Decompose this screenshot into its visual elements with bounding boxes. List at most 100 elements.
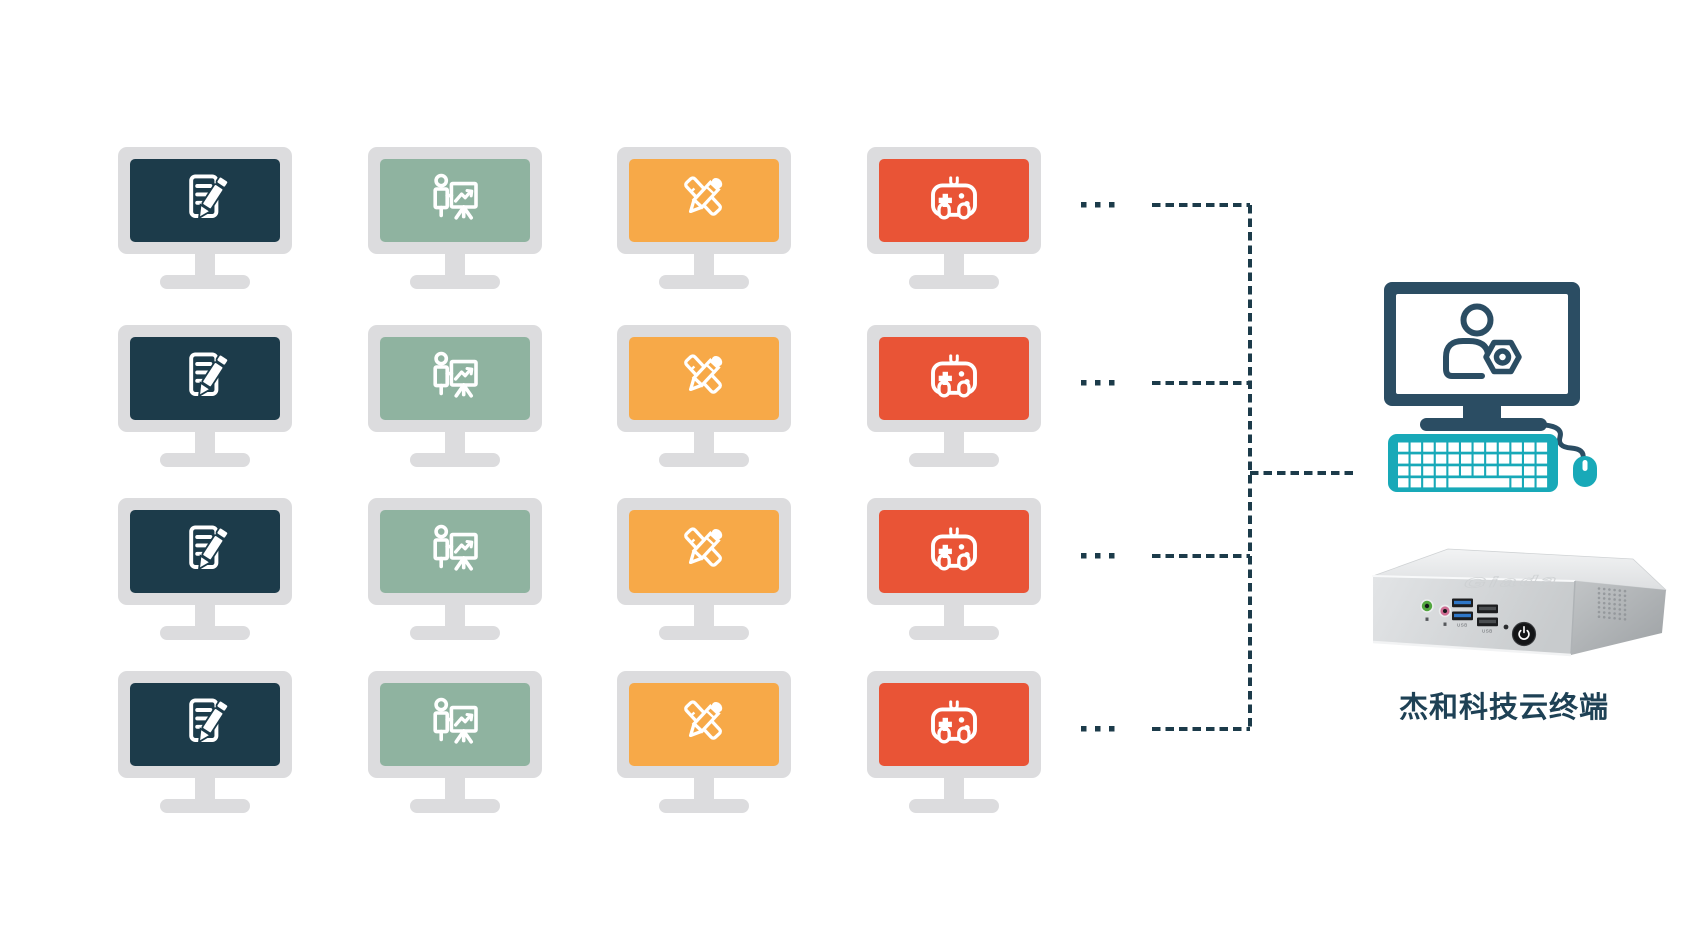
audio-jacks bbox=[1420, 599, 1452, 626]
client-monitor-presentation-row1 bbox=[368, 147, 542, 289]
cloud-terminal-device: Giada USB USB bbox=[1372, 548, 1667, 657]
cloud-terminal-label: 杰和科技云终端 bbox=[1398, 692, 1609, 724]
connection-lines bbox=[1152, 203, 1355, 731]
client-monitor-gaming-row2 bbox=[867, 325, 1041, 467]
ruler-pencil-icon bbox=[674, 171, 734, 231]
usb-port-label: USB bbox=[1457, 623, 1468, 628]
client-monitor-office-document-row2 bbox=[118, 325, 292, 467]
admin-keyboard bbox=[1388, 434, 1558, 492]
keyboard-keys bbox=[1398, 442, 1548, 488]
ruler-pencil-icon bbox=[674, 349, 734, 409]
client-monitor-gaming-row1 bbox=[867, 147, 1041, 289]
monitor-stand-neck bbox=[445, 777, 465, 800]
monitor-screen bbox=[380, 510, 530, 593]
monitor-stand-base bbox=[909, 626, 999, 640]
presentation-chart-icon bbox=[425, 695, 485, 755]
monitor-screen bbox=[629, 510, 779, 593]
monitor-stand-base bbox=[909, 275, 999, 289]
monitor-screen bbox=[879, 159, 1029, 242]
game-controller-icon bbox=[924, 695, 984, 755]
device-logo: Giada bbox=[1460, 571, 1564, 591]
monitor-stand-neck bbox=[944, 604, 964, 627]
game-controller-icon bbox=[924, 522, 984, 582]
admin-monitor-screen bbox=[1396, 294, 1568, 394]
presentation-chart-icon bbox=[425, 171, 485, 231]
monitor-stand-base bbox=[160, 799, 250, 813]
monitor-screen bbox=[380, 159, 530, 242]
power-button bbox=[1511, 621, 1537, 647]
monitor-stand-base bbox=[659, 626, 749, 640]
monitor-screen bbox=[629, 159, 779, 242]
monitor-screen bbox=[130, 683, 280, 766]
monitor-stand-neck bbox=[445, 253, 465, 276]
client-monitor-presentation-row4 bbox=[368, 671, 542, 813]
game-controller-icon bbox=[924, 171, 984, 231]
monitor-stand-base bbox=[410, 626, 500, 640]
user-gear-icon bbox=[1443, 303, 1522, 379]
monitor-stand-neck bbox=[944, 777, 964, 800]
monitor-stand-neck bbox=[944, 253, 964, 276]
side-screw bbox=[1653, 610, 1657, 614]
document-edit-icon bbox=[175, 349, 235, 409]
client-monitor-design-row4 bbox=[617, 671, 791, 813]
admin-mouse bbox=[1573, 456, 1597, 487]
client-monitor-gaming-row4 bbox=[867, 671, 1041, 813]
monitor-stand-base bbox=[909, 799, 999, 813]
usb-ports: USB USB bbox=[1452, 598, 1498, 634]
client-monitor-presentation-row2 bbox=[368, 325, 542, 467]
device-side-face bbox=[1571, 581, 1666, 655]
admin-monitor-frame bbox=[1384, 282, 1580, 406]
usb-port-label: USB bbox=[1482, 629, 1493, 634]
ruler-pencil-icon bbox=[674, 695, 734, 755]
client-monitor-office-document-row3 bbox=[118, 498, 292, 640]
monitor-stand-base bbox=[659, 275, 749, 289]
monitor-stand-neck bbox=[195, 431, 215, 454]
monitor-stand-neck bbox=[445, 604, 465, 627]
monitor-stand-neck bbox=[694, 431, 714, 454]
monitor-stand-base bbox=[160, 275, 250, 289]
document-edit-icon bbox=[175, 522, 235, 582]
monitor-screen bbox=[130, 510, 280, 593]
monitor-screen bbox=[879, 683, 1029, 766]
monitor-screen bbox=[879, 337, 1029, 420]
client-monitor-design-row2 bbox=[617, 325, 791, 467]
document-edit-icon bbox=[175, 171, 235, 231]
mouse-cable bbox=[1542, 422, 1586, 462]
client-monitor-presentation-row3 bbox=[368, 498, 542, 640]
monitor-stand-base bbox=[659, 453, 749, 467]
client-monitor-design-row3 bbox=[617, 498, 791, 640]
monitor-stand-neck bbox=[694, 604, 714, 627]
game-controller-icon bbox=[924, 349, 984, 409]
presentation-chart-icon bbox=[425, 522, 485, 582]
monitor-screen bbox=[130, 159, 280, 242]
monitor-stand-base bbox=[160, 453, 250, 467]
admin-workstation-illustration bbox=[1384, 282, 1597, 492]
presentation-chart-icon bbox=[425, 349, 485, 409]
admin-monitor-neck bbox=[1463, 405, 1501, 420]
monitor-stand-base bbox=[410, 799, 500, 813]
monitor-stand-neck bbox=[694, 253, 714, 276]
monitor-screen bbox=[879, 510, 1029, 593]
monitor-stand-base bbox=[160, 626, 250, 640]
monitor-stand-base bbox=[659, 799, 749, 813]
device-top-face bbox=[1372, 548, 1667, 591]
more-monitors-ellipsis bbox=[1081, 202, 1115, 732]
client-monitor-office-document-row1 bbox=[118, 147, 292, 289]
monitor-stand-neck bbox=[944, 431, 964, 454]
monitor-screen bbox=[380, 337, 530, 420]
client-monitor-design-row1 bbox=[617, 147, 791, 289]
monitor-stand-neck bbox=[195, 777, 215, 800]
monitor-stand-neck bbox=[195, 604, 215, 627]
monitor-stand-base bbox=[410, 275, 500, 289]
reset-hole bbox=[1503, 624, 1509, 630]
client-monitor-office-document-row4 bbox=[118, 671, 292, 813]
monitor-screen bbox=[629, 337, 779, 420]
admin-monitor-base bbox=[1420, 418, 1547, 431]
monitor-screen bbox=[130, 337, 280, 420]
ruler-pencil-icon bbox=[674, 522, 734, 582]
document-edit-icon bbox=[175, 695, 235, 755]
monitor-screen bbox=[380, 683, 530, 766]
vent-holes bbox=[1597, 587, 1627, 621]
monitor-stand-neck bbox=[195, 253, 215, 276]
